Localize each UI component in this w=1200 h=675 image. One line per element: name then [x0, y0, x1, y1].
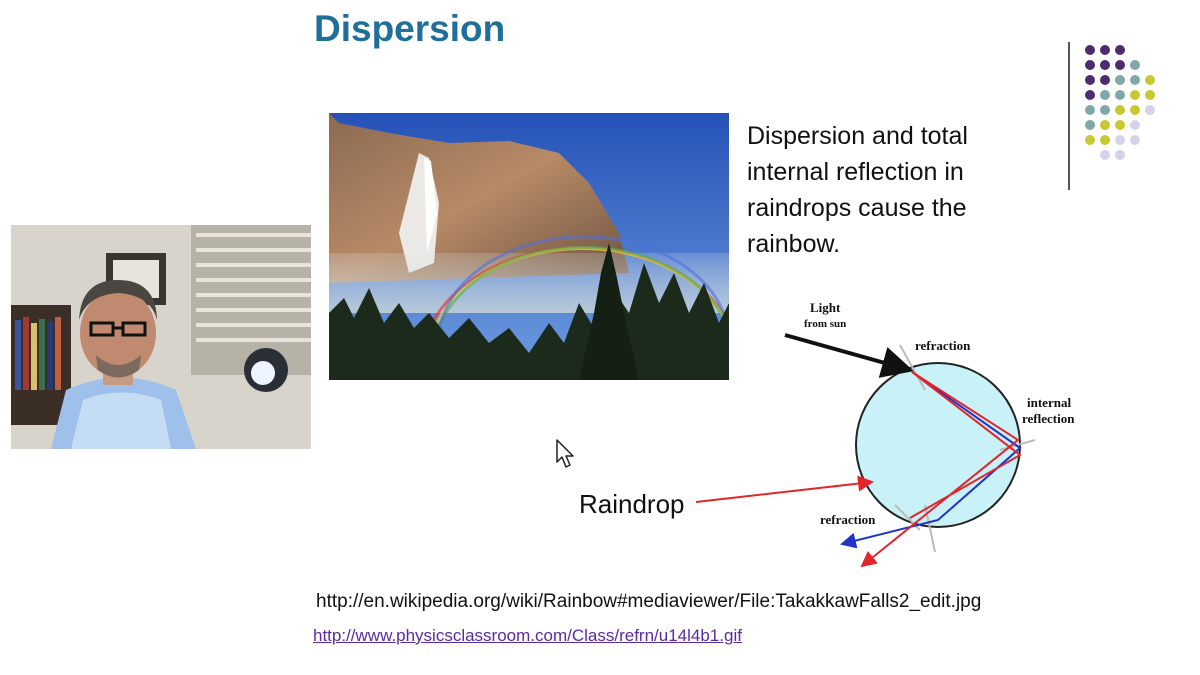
mouse-cursor-icon	[556, 439, 574, 468]
slide-title: Dispersion	[314, 8, 506, 49]
physicsclassroom-source-link[interactable]: http://www.physicsclassroom.com/Class/re…	[313, 626, 742, 645]
refraction-bottom-label: refraction	[820, 512, 876, 527]
waterfall-rainbow-photo	[329, 113, 729, 380]
refraction-top-label: refraction	[915, 338, 971, 353]
decorative-dot-grid	[1068, 42, 1155, 190]
raindrop-label: Raindrop	[579, 489, 685, 519]
slide-body-text: Dispersion and total internal reflection…	[747, 122, 968, 258]
wikipedia-source-url: http://en.wikipedia.org/wiki/Rainbow#med…	[316, 591, 982, 612]
presenter-webcam-video	[11, 225, 311, 449]
